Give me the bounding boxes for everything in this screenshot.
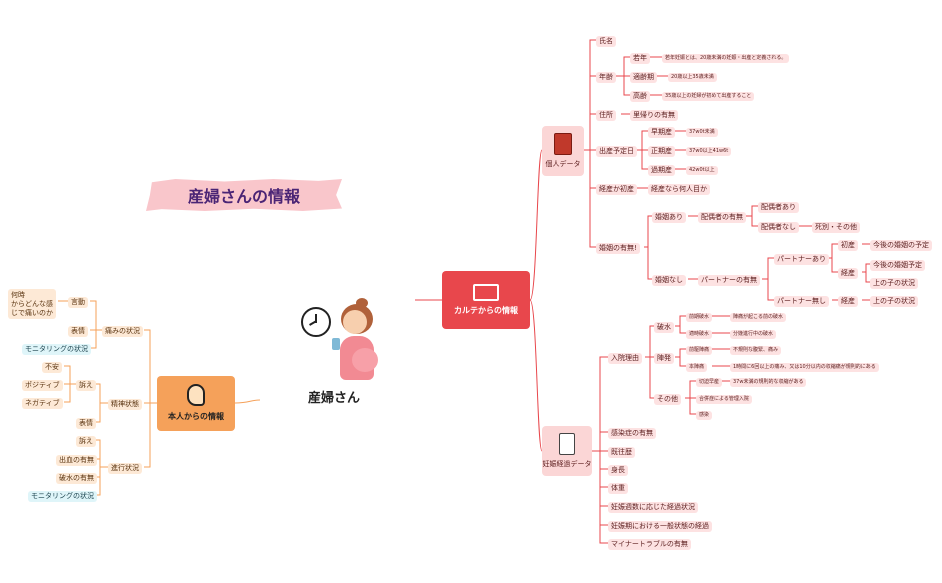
hasui-umu-node[interactable]: 破水の有無 xyxy=(56,473,97,484)
keisan-note[interactable]: 経産なら何人目か xyxy=(648,184,710,195)
sosan-note: 37w0t未満 xyxy=(686,128,718,137)
tekiji-hasui-node[interactable]: 適時破水 xyxy=(686,330,713,339)
zenku-node[interactable]: 前駆陣痛 xyxy=(686,346,713,355)
jusho-node[interactable]: 住所 xyxy=(596,110,616,121)
shibetsu-node[interactable]: 死別・その他 xyxy=(812,222,860,233)
satogaeri-node[interactable]: 里帰りの有無 xyxy=(630,110,678,121)
shussan-node[interactable]: 出産予定日 xyxy=(596,146,637,157)
kongo-yotei-node[interactable]: 今後の婚姻の予定 xyxy=(870,240,932,251)
kongo-yotei2-node[interactable]: 今後の婚姻予定 xyxy=(870,260,925,271)
shusu-node[interactable]: 妊娠週数に応じた経過状況 xyxy=(608,502,698,513)
kon-node[interactable]: 婚姻の有無! xyxy=(596,243,640,254)
haigu-ari-node[interactable]: 配偶者あり xyxy=(758,202,799,213)
karte-node[interactable]: カルテからの情報 xyxy=(442,271,530,329)
ippan-node[interactable]: 妊娠期における一般状態の経過 xyxy=(608,521,712,532)
ninshin-node[interactable]: 妊娠経過データ xyxy=(542,426,592,476)
haigu-umu-node[interactable]: 配偶者の有無 xyxy=(698,212,746,223)
keisan2-node[interactable]: 経産 xyxy=(838,268,858,279)
gendo-text: 何時 からどんな感 じで痛いのか xyxy=(8,289,56,320)
hyojo2-node[interactable]: 表情 xyxy=(76,418,96,429)
itami-node[interactable]: 痛みの状況 xyxy=(102,326,143,337)
fuan-node[interactable]: 不安 xyxy=(42,362,62,373)
seiki-node[interactable]: 正期産 xyxy=(648,146,675,157)
seppaku-note: 37w未満の規則的な収縮がある xyxy=(730,378,807,387)
zenku-note: 不規則な腹緊、痛み xyxy=(730,346,782,355)
minor-node[interactable]: マイナートラブルの有無 xyxy=(608,539,691,550)
kaki-note: 42w0t以上 xyxy=(686,166,718,175)
kon-ari-node[interactable]: 婚姻あり xyxy=(652,212,686,223)
gappei-node[interactable]: 合併症による管理入院 xyxy=(696,395,752,404)
koreiki-node[interactable]: 高齢 xyxy=(630,91,650,102)
seiki-note: 37w0以上41w6t xyxy=(686,147,732,156)
pregnant-woman-icon xyxy=(332,298,378,380)
partner-nashi-node[interactable]: パートナー無し xyxy=(774,296,829,307)
shinko-node[interactable]: 進行状況 xyxy=(108,463,142,474)
notebook-icon xyxy=(554,133,572,155)
seishin-node[interactable]: 精神状態 xyxy=(108,399,142,410)
ue-no-ko2-node[interactable]: 上の子の状況 xyxy=(870,296,918,307)
kiou-node[interactable]: 既往歴 xyxy=(608,447,635,458)
shukketsu-node[interactable]: 出血の有無 xyxy=(56,455,97,466)
monitor2-node[interactable]: モニタリングの状況 xyxy=(28,491,97,502)
monitor1-node[interactable]: モニタリングの状況 xyxy=(22,344,91,355)
koreiki-note: 35歳以上の妊婦が初めて出産すること xyxy=(662,92,755,101)
haigu-nashi-node[interactable]: 配偶者なし xyxy=(758,222,799,233)
seppaku-node[interactable]: 切迫早産 xyxy=(696,378,723,387)
document-search-icon xyxy=(559,433,575,455)
shoshan-node[interactable]: 初産 xyxy=(838,240,858,251)
laptop-icon xyxy=(473,284,499,301)
ear-icon xyxy=(187,384,205,406)
nyuin-node[interactable]: 入院理由 xyxy=(608,353,642,364)
kon-nashi-node[interactable]: 婚姻なし xyxy=(652,275,686,286)
clock-icon xyxy=(301,307,331,337)
kaki-node[interactable]: 過期産 xyxy=(648,165,675,176)
partner-umu-node[interactable]: パートナーの有無 xyxy=(698,275,760,286)
honjintsu-note: 1時間に6回以上の痛み、又は10分以内の収縮痛が規則的にある xyxy=(730,363,879,372)
zenki-hasui-node[interactable]: 前期破水 xyxy=(686,313,713,322)
sonota-node[interactable]: その他 xyxy=(654,394,681,405)
keisan-node[interactable]: 経産か初産 xyxy=(596,184,637,195)
shincho-node[interactable]: 身長 xyxy=(608,465,628,476)
tekiji-hasui-note: 分娩進行中の破水 xyxy=(730,330,777,339)
taiju-node[interactable]: 体重 xyxy=(608,483,628,494)
negative-node[interactable]: ネガティブ xyxy=(22,398,63,409)
tekirei-node[interactable]: 適齢期 xyxy=(630,72,657,83)
wakadoshi-node[interactable]: 若年 xyxy=(630,53,650,64)
jintsu-node[interactable]: 陣発 xyxy=(654,353,674,364)
hyojo1-node[interactable]: 表情 xyxy=(68,326,88,337)
kansen-b-node[interactable]: 感染 xyxy=(696,411,713,420)
wakadoshi-note: 若年妊娠とは、20歳未満の妊娠・出産と定義される。 xyxy=(662,54,790,63)
honin-node[interactable]: 本人からの情報 xyxy=(157,376,235,431)
positive-node[interactable]: ポジティブ xyxy=(22,380,63,391)
kojin-node[interactable]: 個人データ xyxy=(542,126,584,176)
partner-ari-node[interactable]: パートナーあり xyxy=(774,254,829,265)
tekirei-note: 20歳以上35歳未満 xyxy=(668,73,717,82)
uttae2-node[interactable]: 訴え xyxy=(76,436,96,447)
zenki-hasui-note: 陣痛が起こる前の破水 xyxy=(730,313,787,322)
sosan-node[interactable]: 早期産 xyxy=(648,127,675,138)
kansen-node[interactable]: 感染症の有無 xyxy=(608,428,656,439)
main-title: 産婦さんの情報 xyxy=(146,179,342,211)
keisan3-node[interactable]: 経産 xyxy=(838,296,858,307)
hasui-node[interactable]: 破水 xyxy=(654,322,674,333)
gendo-node[interactable]: 言動 xyxy=(68,297,88,308)
honjintsu-node[interactable]: 本陣痛 xyxy=(686,363,708,372)
uttae1-node[interactable]: 訴え xyxy=(76,380,96,391)
shimei-node[interactable]: 氏名 xyxy=(596,36,616,47)
center-label: 産婦さん xyxy=(308,391,361,406)
nenrei-node[interactable]: 年齢 xyxy=(596,72,616,83)
ue-no-ko-node[interactable]: 上の子の状況 xyxy=(870,278,918,289)
